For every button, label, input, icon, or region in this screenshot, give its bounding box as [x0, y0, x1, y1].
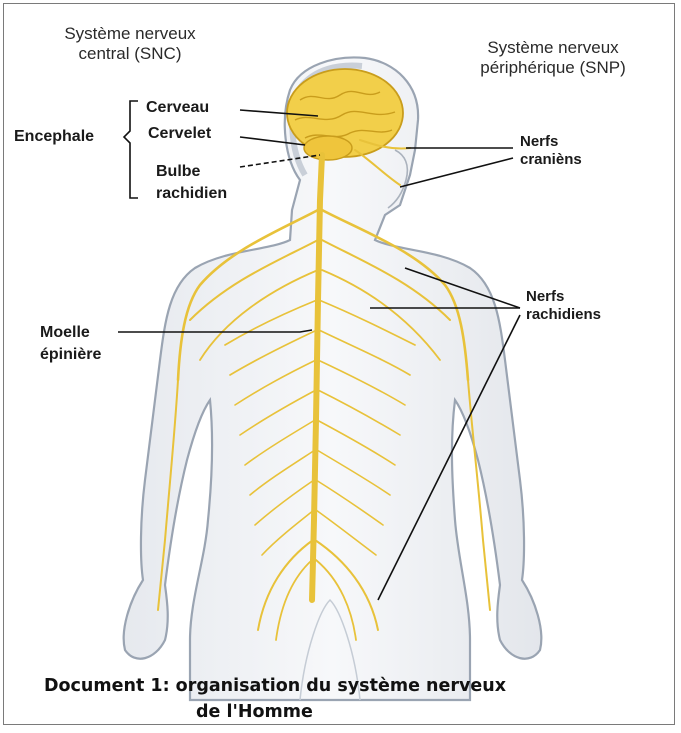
label-bulbe-line1: Bulbe — [156, 161, 227, 183]
label-moelle-epiniere: Moelle épinière — [40, 322, 101, 365]
label-cerveau: Cerveau — [146, 99, 209, 118]
snc-header-line1: Système nerveux — [40, 24, 220, 44]
label-encephale: Encephale — [14, 128, 94, 147]
caption-line2: de l'Homme — [196, 702, 313, 722]
label-nerfs-rachidiens: Nerfs rachidiens — [526, 288, 601, 323]
label-moelle-line1: Moelle — [40, 322, 101, 344]
caption-line1: Document 1: organisation du système nerv… — [44, 676, 506, 696]
snc-header: Système nerveux central (SNC) — [40, 24, 220, 64]
label-bulbe-line2: rachidien — [156, 183, 227, 205]
snp-header: Système nerveux périphérique (SNP) — [438, 38, 668, 78]
encephale-bracket — [124, 101, 138, 198]
label-moelle-line2: épinière — [40, 344, 101, 366]
label-bulbe-rachidien: Bulbe rachidien — [156, 161, 227, 204]
label-cervelet: Cervelet — [148, 125, 211, 144]
label-nerfs-craniens-line1: Nerfs — [520, 133, 582, 151]
snp-header-line1: Système nerveux — [438, 38, 668, 58]
label-nerfs-rachidiens-line2: rachidiens — [526, 306, 601, 324]
snp-header-line2: périphérique (SNP) — [438, 58, 668, 78]
snc-header-line2: central (SNC) — [40, 44, 220, 64]
label-nerfs-craniens-line2: cranièns — [520, 151, 582, 169]
label-nerfs-craniens: Nerfs cranièns — [520, 133, 582, 168]
label-nerfs-rachidiens-line1: Nerfs — [526, 288, 601, 306]
nerfs-craniens-leader-2 — [400, 158, 513, 187]
